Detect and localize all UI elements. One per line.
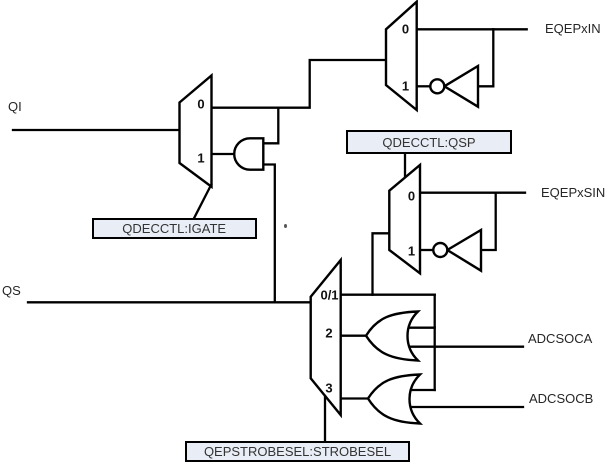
strobe-polarity-mux <box>388 162 422 276</box>
strobe-select-mux-port-01: 0/1 <box>320 287 339 302</box>
index-polarity-mux-port-0: 0 <box>401 21 410 37</box>
or-gate-b-icon <box>366 373 424 425</box>
index-inverter-icon <box>429 63 480 109</box>
index-inverter-bubble <box>429 78 446 95</box>
strobe-inverter-icon <box>432 227 483 273</box>
strobe-select-mux-port-3: 3 <box>325 380 333 396</box>
index-inverter-triangle <box>441 63 480 109</box>
strobe-select-mux-port-2: 2 <box>325 325 333 340</box>
signal-label-eqepxin: EQEPxIN <box>545 21 601 36</box>
or-gate-a-icon <box>364 310 422 362</box>
and-strobe-input-wire <box>262 163 276 304</box>
igate-select-wire <box>192 182 213 220</box>
stray-mark <box>284 224 287 228</box>
strobe-polarity-mux-port-1: 1 <box>407 243 416 259</box>
signal-label-qs: QS <box>2 283 21 298</box>
index-polarity-mux-port-1: 1 <box>401 78 410 94</box>
signal-label-adcsocb: ADCSOCB <box>529 391 594 406</box>
strobe-polarity-out-wire <box>371 232 391 296</box>
strobe-inverter-bubble <box>432 241 449 259</box>
index-gate-mux <box>178 72 213 190</box>
register-box-strobesel: QEPSTROBESEL:STROBESEL <box>185 440 410 463</box>
strobe-select-mux <box>309 256 342 419</box>
strobe-inverter-feed-wire <box>479 191 497 252</box>
strobe-inverter-triangle <box>444 227 483 273</box>
signal-label-eqepxsin: EQEPxSIN <box>541 185 606 200</box>
index-gate-mux-port-0: 0 <box>197 96 205 112</box>
index-polarity-mux <box>384 0 418 113</box>
and-gate-icon <box>233 137 265 171</box>
index-inverter-feed-wire <box>476 28 495 88</box>
register-box-igate: QDECCTL:IGATE <box>91 218 257 240</box>
index-gate-mux-port-1: 1 <box>197 150 205 166</box>
index-pin-to-gate-mux-wire <box>210 58 388 109</box>
and-top-input-wire <box>262 106 280 145</box>
register-box-qsp: QDECCTL:QSP <box>346 130 512 154</box>
strobe-polarity-mux-port-0: 0 <box>407 188 416 204</box>
signal-label-adcsoca: ADCSOCA <box>528 331 593 346</box>
signal-label-qi: QI <box>8 99 22 114</box>
